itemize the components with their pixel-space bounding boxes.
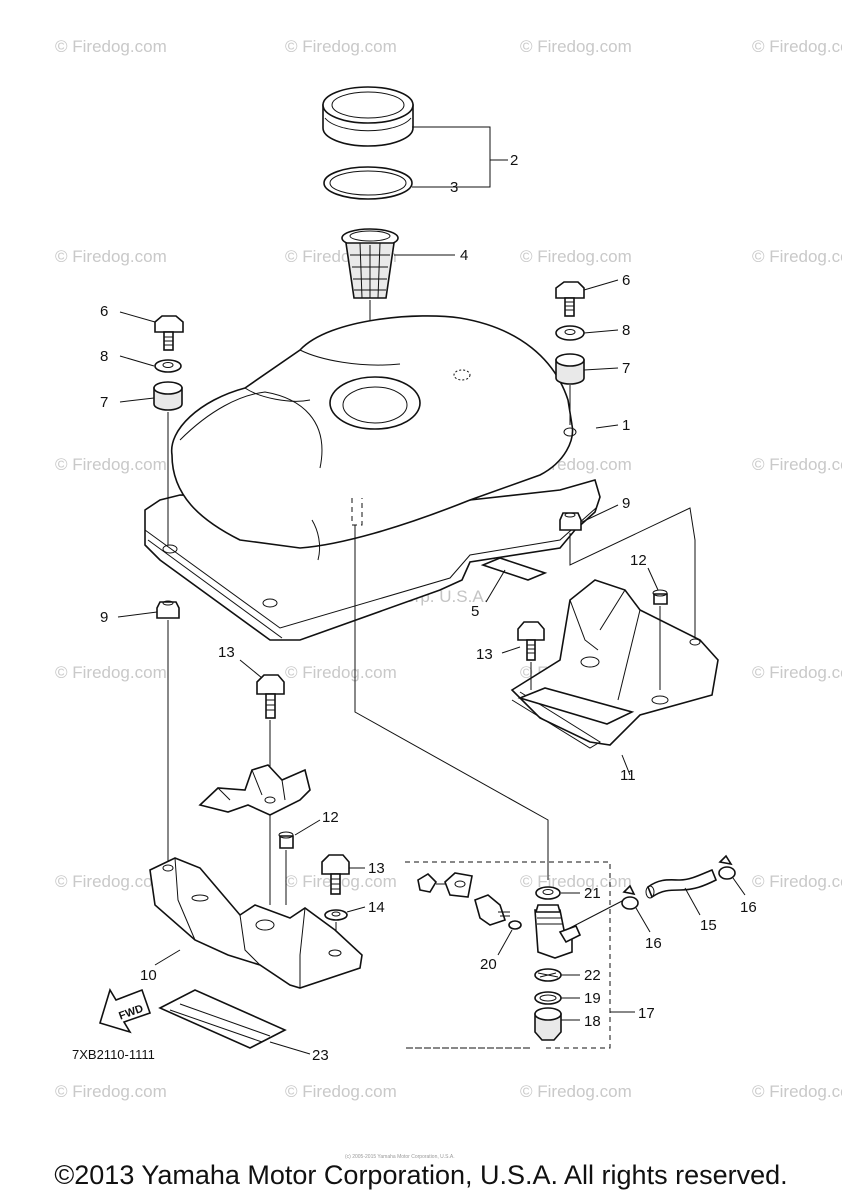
watermark: © Firedog.com [55, 663, 167, 682]
watermark: © Firedog.com [752, 455, 842, 474]
plug-left [278, 831, 294, 849]
washer-left [154, 359, 182, 373]
callout-16-right: 16 [740, 899, 757, 916]
watermark: © Firedog.com [55, 872, 167, 891]
plug-right [652, 589, 668, 605]
small-print: (c) 2005-2015 Yamaha Motor Corporation, … [345, 1154, 455, 1160]
callout-13-right: 13 [476, 646, 493, 663]
fuel-cap [322, 86, 414, 147]
callout-9-right: 9 [622, 495, 630, 512]
watermark: © Firedog.com [752, 872, 842, 891]
bolt-13-center [321, 854, 350, 895]
cup-18 [534, 1007, 562, 1041]
callout-11: 11 [620, 767, 636, 784]
footer-copyright: ©2013 Yamaha Motor Corporation, U.S.A. A… [54, 1160, 788, 1190]
watermark: © Firedog.com [520, 37, 632, 56]
callout-3: 3 [450, 179, 458, 196]
washer-right [555, 325, 585, 341]
grommet-right [555, 353, 585, 385]
callout-5: 5 [471, 603, 479, 620]
clamp-right [718, 854, 736, 880]
callout-22: 22 [584, 967, 601, 984]
callout-13-center: 13 [368, 860, 385, 877]
callout-numbers: 1 2 3 4 5 6 6 7 7 8 8 9 9 10 11 12 12 13… [100, 152, 757, 1064]
fuel-strainer [341, 228, 399, 299]
watermark: © Firedog.com [55, 37, 167, 56]
cap-gasket [323, 166, 413, 200]
sensor-part [474, 894, 510, 926]
fwd-arrow-icon: FWD [99, 988, 152, 1034]
watermark: © Firedog.com [752, 663, 842, 682]
watermark: © Firedog.com [520, 247, 632, 266]
watermark: © Firedog.com [55, 455, 167, 474]
screw-lever [417, 872, 473, 898]
watermark: © Firedog.com [285, 1082, 397, 1101]
watermark: © Firedog.com [752, 247, 842, 266]
fuel-hose [645, 868, 718, 899]
bolt-13-right [517, 621, 545, 661]
callout-13-left: 13 [218, 644, 235, 661]
watermark: © Firedog.com [752, 37, 842, 56]
watermark: © Firedog.com [285, 663, 397, 682]
washer-21 [535, 886, 561, 900]
watermark: © Firedog.com [55, 247, 167, 266]
callout-2: 2 [510, 152, 518, 169]
callout-17: 17 [638, 1005, 655, 1022]
bottom-pad [158, 989, 287, 1049]
callout-6-right: 6 [622, 272, 630, 289]
fuel-cock-group-box [405, 861, 611, 1049]
washer-14 [324, 909, 348, 921]
callout-14: 14 [368, 899, 385, 916]
bolt-right [555, 281, 585, 317]
tank-pad [480, 557, 548, 581]
callout-7-left: 7 [100, 394, 108, 411]
watermark: © Firedog.com [285, 872, 397, 891]
collar-right [559, 512, 582, 531]
parts-diagram: © Firedog.com © Firedog.com © Firedog.co… [55, 37, 842, 1160]
callout-21: 21 [584, 885, 601, 902]
callout-4: 4 [460, 247, 468, 264]
watermark: © Firedog.com [520, 1082, 632, 1101]
watermark: © Firedog.com [285, 37, 397, 56]
diagram-code: 7XB2110-1111 [72, 1047, 155, 1062]
watermark: © Firedog.com [55, 1082, 167, 1101]
callout-1: 1 [622, 417, 630, 434]
grommet-left [153, 381, 183, 411]
callout-8-right: 8 [622, 322, 630, 339]
callout-10: 10 [140, 967, 157, 984]
watermark: © Firedog.com [520, 872, 632, 891]
oring-20 [508, 920, 522, 930]
collar-left [156, 600, 180, 619]
callout-8-left: 8 [100, 348, 108, 365]
bracket-right [510, 579, 719, 749]
bracket-middle [198, 764, 311, 816]
bolt-13-left [256, 674, 285, 719]
oring-19 [534, 991, 562, 1005]
callout-6-left: 6 [100, 303, 108, 320]
callout-9-left: 9 [100, 609, 108, 626]
callout-23: 23 [312, 1047, 329, 1064]
callout-19: 19 [584, 990, 601, 1007]
callout-15: 15 [700, 917, 717, 934]
watermark: © Firedog.com [752, 1082, 842, 1101]
callout-20: 20 [480, 956, 497, 973]
fuel-tank [144, 315, 601, 641]
filter-22 [534, 968, 562, 982]
callout-16-left: 16 [645, 935, 662, 952]
bracket-left [149, 857, 363, 989]
callout-18: 18 [584, 1013, 601, 1030]
clamp-left [621, 884, 639, 910]
callout-7-right: 7 [622, 360, 630, 377]
leader-lines [117, 126, 746, 1055]
callout-12-left: 12 [322, 809, 339, 826]
fuel-cock-body [534, 904, 582, 959]
callout-12-right: 12 [630, 552, 647, 569]
bolt-left [154, 315, 184, 351]
